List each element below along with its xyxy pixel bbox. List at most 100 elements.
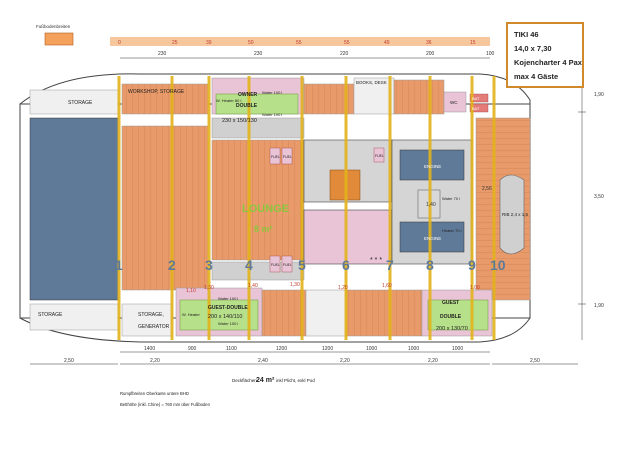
bulkhead-number-8: 8	[426, 257, 434, 273]
top-dim-0: 230	[158, 51, 167, 57]
bottom-dimension-lines	[30, 351, 578, 365]
deck-value: 24 m²	[256, 377, 275, 384]
label-workshop: WORKSHOP, STORAGE	[128, 89, 185, 95]
label-storage-gen1: STORAGE,	[138, 312, 164, 318]
bottom-dim-a-5: 1000	[366, 346, 377, 352]
dim-1-30-right: 1,30	[290, 282, 300, 288]
bulkhead-number-6: 6	[342, 257, 350, 273]
label-owner-heater: W. Heater 80 l	[216, 98, 241, 103]
label-wc-top: WC	[450, 100, 458, 105]
bulkhead-6	[344, 76, 348, 340]
bulkhead-number-2: 2	[168, 257, 176, 273]
dim-1-60: 1,60	[382, 283, 392, 289]
bottom-dim-a-4: 1200	[322, 346, 333, 352]
center-hull-interior	[29, 117, 531, 301]
label-bat-1: BAT	[472, 96, 480, 101]
lower-hull-interior	[29, 287, 493, 337]
bottom-dim-a-1: 900	[188, 346, 197, 352]
label-guest-water2: Water 100 l	[218, 321, 238, 326]
bulkhead-number-3: 3	[205, 257, 213, 273]
label-owner-water1: Water 100 l	[262, 90, 282, 95]
bulkhead-2	[170, 76, 174, 340]
top-dim-3: 200	[426, 51, 435, 57]
title-line-1: TIKI 46	[514, 30, 539, 39]
dim-1-40-left: 1,40	[248, 283, 258, 289]
label-fuel-5: FUEL	[375, 154, 384, 158]
legend-width-3: 50	[248, 40, 254, 46]
label-rib: RIB 2,4 x 1,6	[502, 212, 529, 217]
right-dimensions	[578, 76, 586, 340]
label-owner-double: DOUBLE	[236, 103, 258, 109]
dim-1-00: 1,00	[470, 285, 480, 291]
legend-swatch	[44, 32, 74, 46]
deck-suffix: inkl Plicht, exkl Pod	[276, 378, 315, 383]
dim-1-30-left: 1,30	[204, 285, 214, 291]
bulkhead-4	[247, 76, 251, 340]
bottom-dim-a-7: 1000	[452, 346, 463, 352]
dim-right-3-50: 3,50	[594, 194, 604, 200]
legend-width-5: 55	[344, 40, 350, 46]
label-guest-heater: W. Heater	[182, 312, 200, 317]
label-engine-bottom: ENGINE	[424, 236, 441, 241]
bulkheads: 1 2 3 4 5 6 7 8 9 10	[115, 76, 506, 340]
dim-2-56: 2,56	[482, 186, 492, 192]
bulkhead-number-4: 4	[245, 257, 253, 273]
legend-width-8: 15	[470, 40, 476, 46]
bulkhead-8	[428, 76, 432, 340]
bulkhead-number-1: 1	[115, 257, 123, 273]
legend-width-4: 55	[296, 40, 302, 46]
dim-overall-right: 2,50	[530, 358, 540, 364]
title-box: TIKI 46 14,0 x 7,30 Kojencharter 4 Pax m…	[506, 22, 584, 88]
bulkhead-1	[117, 76, 121, 340]
label-guest-water1: Water 100 l	[218, 296, 238, 301]
owner-bunk	[215, 93, 299, 115]
dim-1-40-engine: 1,40	[426, 202, 436, 208]
top-dim-1: 230	[254, 51, 263, 57]
label-lounge-area: 8 m²	[254, 224, 273, 234]
note-line-1: Rumpfbreiten Oberkante untere BHD	[120, 391, 189, 396]
legend-width-0: 0	[118, 40, 121, 46]
label-guest2: GUEST	[442, 300, 459, 306]
bottom-dim-a-2: 1100	[226, 346, 237, 352]
legend-gradient	[110, 37, 490, 46]
label-owner-water2: Water 100 l	[262, 112, 282, 117]
dim-overall-left: 2,50	[64, 358, 74, 364]
label-fuel-3: FUEL	[271, 263, 280, 267]
label-engine-top: ENGINE	[424, 164, 441, 169]
label-lounge: LOUNGE	[242, 203, 289, 215]
legend-width-1: 25	[172, 40, 178, 46]
label-storage-top: STORAGE	[68, 100, 93, 106]
bulkhead-number-10: 10	[490, 257, 506, 273]
bottom-dim-b-1: 2,40	[258, 358, 268, 364]
bottom-dim-a-3: 1200	[276, 346, 287, 352]
bulkhead-7	[388, 76, 392, 340]
bulkhead-number-7: 7	[386, 257, 394, 273]
label-stars: * * *	[370, 257, 382, 264]
bulkhead-3	[207, 76, 211, 340]
label-fuel-4: FUEL	[283, 263, 292, 267]
bottom-dim-b-2: 2,20	[340, 358, 350, 364]
dim-right-1-90-bottom: 1,90	[594, 303, 604, 309]
bottom-dim-b-3: 2,20	[428, 358, 438, 364]
deck-prefix: Deckflächen	[232, 378, 257, 383]
bulkhead-number-9: 9	[468, 257, 476, 273]
legend-width-2: 39	[206, 40, 212, 46]
label-bat-2: BAT	[472, 106, 480, 111]
bulkhead-number-5: 5	[298, 257, 306, 273]
bottom-dim-b-0: 2,20	[150, 358, 160, 364]
upper-hull-interior	[29, 77, 489, 115]
label-fuel-2: FUEL	[283, 155, 292, 159]
top-dim-4: 100	[486, 51, 495, 57]
label-owner: OWNER	[238, 92, 258, 98]
legend-width-7: 36	[426, 40, 432, 46]
label-guest-double: GUEST-DOUBLE	[208, 305, 248, 311]
dim-right-1-90-top: 1,90	[594, 92, 604, 98]
title-line-2: 14,0 x 7,30	[514, 44, 552, 53]
legend-width-6: 49	[384, 40, 390, 46]
title-line-4: max 4 Gäste	[514, 72, 559, 81]
dim-1-10: 1,10	[186, 288, 196, 294]
label-guest-bed1: 200 x 140/110	[208, 314, 242, 320]
